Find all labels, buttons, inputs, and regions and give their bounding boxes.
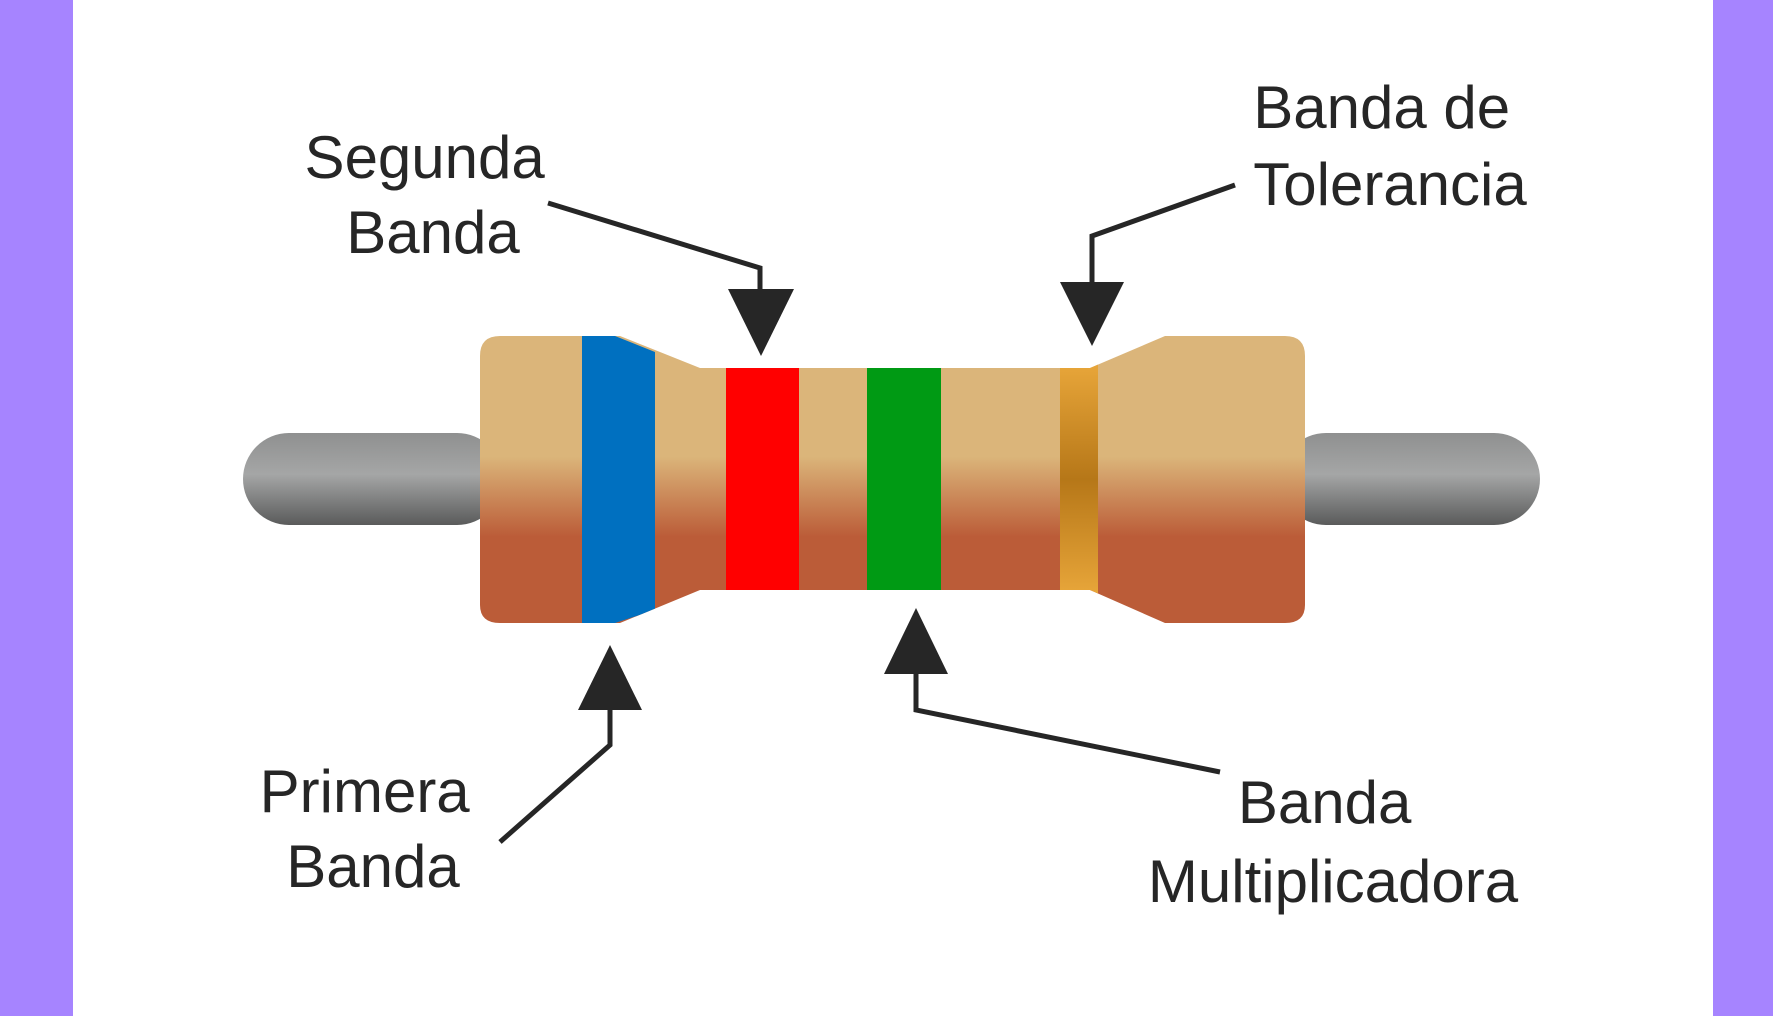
- arrow-primera-banda: [498, 645, 642, 844]
- label-banda-tolerancia: Banda de Tolerancia: [1253, 74, 1527, 218]
- arrow-banda-multiplicadora: [884, 608, 1221, 775]
- label-tolerancia-line1: Banda de: [1253, 74, 1510, 141]
- multiplier-band-green: [867, 368, 941, 590]
- label-primera-line2: Banda: [286, 833, 460, 900]
- second-band-red: [726, 368, 799, 590]
- label-multiplicadora-line1: Banda: [1238, 769, 1412, 836]
- label-banda-multiplicadora: Banda Multiplicadora: [1148, 769, 1519, 915]
- label-primera-line1: Primera: [260, 758, 471, 825]
- label-segunda-line2: Banda: [346, 199, 520, 266]
- label-segunda-line1: Segunda: [305, 124, 546, 191]
- label-primera-banda: Primera Banda: [260, 758, 487, 900]
- label-segunda-banda: Segunda Banda: [305, 124, 562, 266]
- label-tolerancia-line2: Tolerancia: [1253, 151, 1527, 218]
- arrow-banda-tolerancia: [1060, 182, 1236, 346]
- tolerance-band-gold: [1060, 364, 1098, 595]
- first-band-blue: [582, 336, 655, 623]
- left-lead-wire: [243, 433, 503, 525]
- right-lead-wire: [1280, 433, 1540, 525]
- arrow-segunda-banda: [547, 200, 794, 356]
- label-multiplicadora-line2: Multiplicadora: [1148, 848, 1519, 915]
